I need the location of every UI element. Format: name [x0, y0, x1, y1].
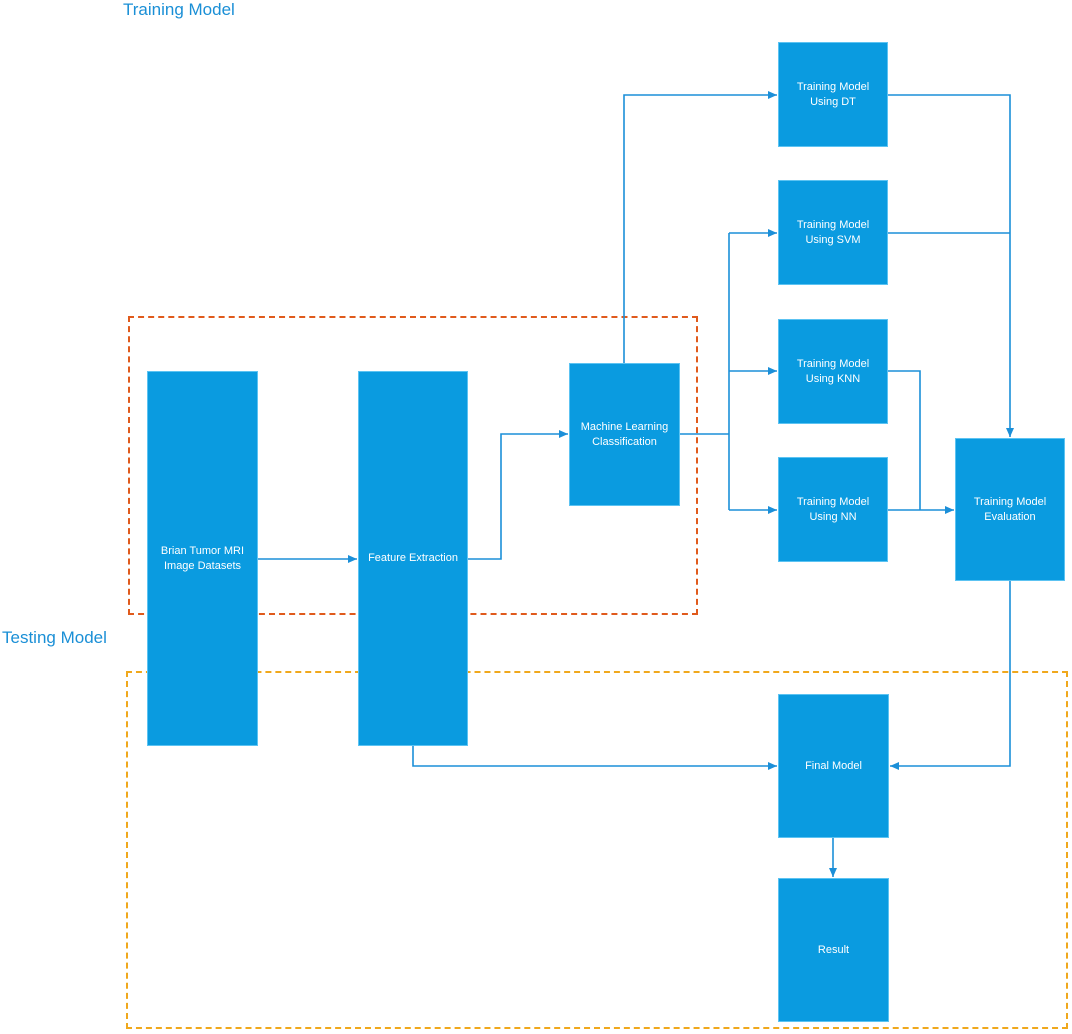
edge-knn-to-evaluation: [888, 370, 921, 510]
edge-feature-extraction-to-classification: [468, 430, 568, 560]
node-training-nn: Training Model Using NN: [778, 457, 888, 562]
testing-region-boundary: [126, 671, 1068, 1029]
testing-model-title: Testing Model: [2, 628, 107, 647]
edge-evaluation-to-final-model: [890, 581, 1011, 770]
edge-dt-to-evaluation: [888, 94, 1014, 437]
node-training-svm: Training Model Using SVM: [778, 180, 888, 285]
node-training-dt: Training Model Using DT: [778, 42, 888, 147]
node-ml-classification: Machine Learning Classification: [569, 363, 680, 506]
node-training-evaluation: Training Model Evaluation: [955, 438, 1065, 581]
node-final-model: Final Model: [778, 694, 889, 838]
node-feature-extraction: Feature Extraction: [358, 371, 468, 746]
training-model-title: Training Model: [123, 0, 235, 19]
node-image-datasets: Brian Tumor MRI Image Datasets: [147, 371, 258, 746]
node-training-knn: Training Model Using KNN: [778, 319, 888, 424]
edge-feature-extraction-to-final-model: [412, 746, 777, 770]
node-result: Result: [778, 878, 889, 1022]
edge-classification-to-dt: [623, 91, 777, 363]
